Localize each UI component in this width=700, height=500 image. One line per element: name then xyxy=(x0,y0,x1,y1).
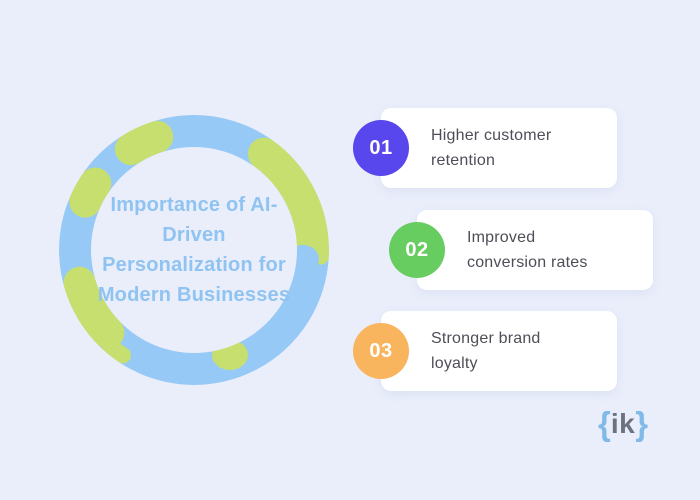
number-badge-3: 03 xyxy=(353,323,409,379)
globe-title-line: Importance of AI- xyxy=(110,194,278,216)
number-badge-2: 02 xyxy=(389,222,445,278)
card-label: Higher customer retention xyxy=(381,108,617,188)
globe-land-bottom-blob xyxy=(212,340,248,370)
globe-title-line: Personalization for xyxy=(102,254,286,276)
globe-title-line: Modern Businesses xyxy=(97,284,291,306)
globe-title-line: Driven xyxy=(162,224,226,246)
globe-ocean xyxy=(59,115,329,385)
globe-land-right xyxy=(247,137,329,262)
card-label-line: Higher customer xyxy=(431,127,552,144)
card-label: Stronger brand loyalty xyxy=(381,311,617,391)
logo-brace-open: { xyxy=(598,405,611,442)
globe-land-upper-left xyxy=(69,167,112,218)
card-label-line: conversion rates xyxy=(467,254,588,271)
benefit-card-3: 03 Stronger brand loyalty xyxy=(353,311,617,391)
card-label-line: loyalty xyxy=(431,355,478,372)
globe-ocean-notch xyxy=(287,245,319,273)
globe-land-lower-left xyxy=(63,266,125,349)
number-badge-1: 01 xyxy=(353,120,409,176)
globe-ring-graphic xyxy=(59,115,329,385)
globe-land-lower-left-tail xyxy=(101,336,131,364)
globe-land-top xyxy=(114,120,174,166)
logo-brace-close: } xyxy=(635,405,649,442)
logo-text: ik xyxy=(610,408,636,439)
badge-number: 02 xyxy=(405,238,429,261)
badge-number: 01 xyxy=(369,136,393,159)
brand-logo: { ik } xyxy=(598,406,648,442)
benefit-card-1: 01 Higher customer retention xyxy=(353,108,617,188)
badge-number: 03 xyxy=(369,339,393,362)
globe-title: Importance of AI- Driven Personalization… xyxy=(74,190,314,310)
card-label: Improved conversion rates xyxy=(417,210,653,290)
card-label-line: retention xyxy=(431,152,496,169)
card-label-line: Stronger brand xyxy=(431,330,541,347)
card-label-line: Improved xyxy=(467,229,536,246)
benefit-card-2: 02 Improved conversion rates xyxy=(389,210,653,290)
globe-land-right-tail xyxy=(311,224,329,265)
